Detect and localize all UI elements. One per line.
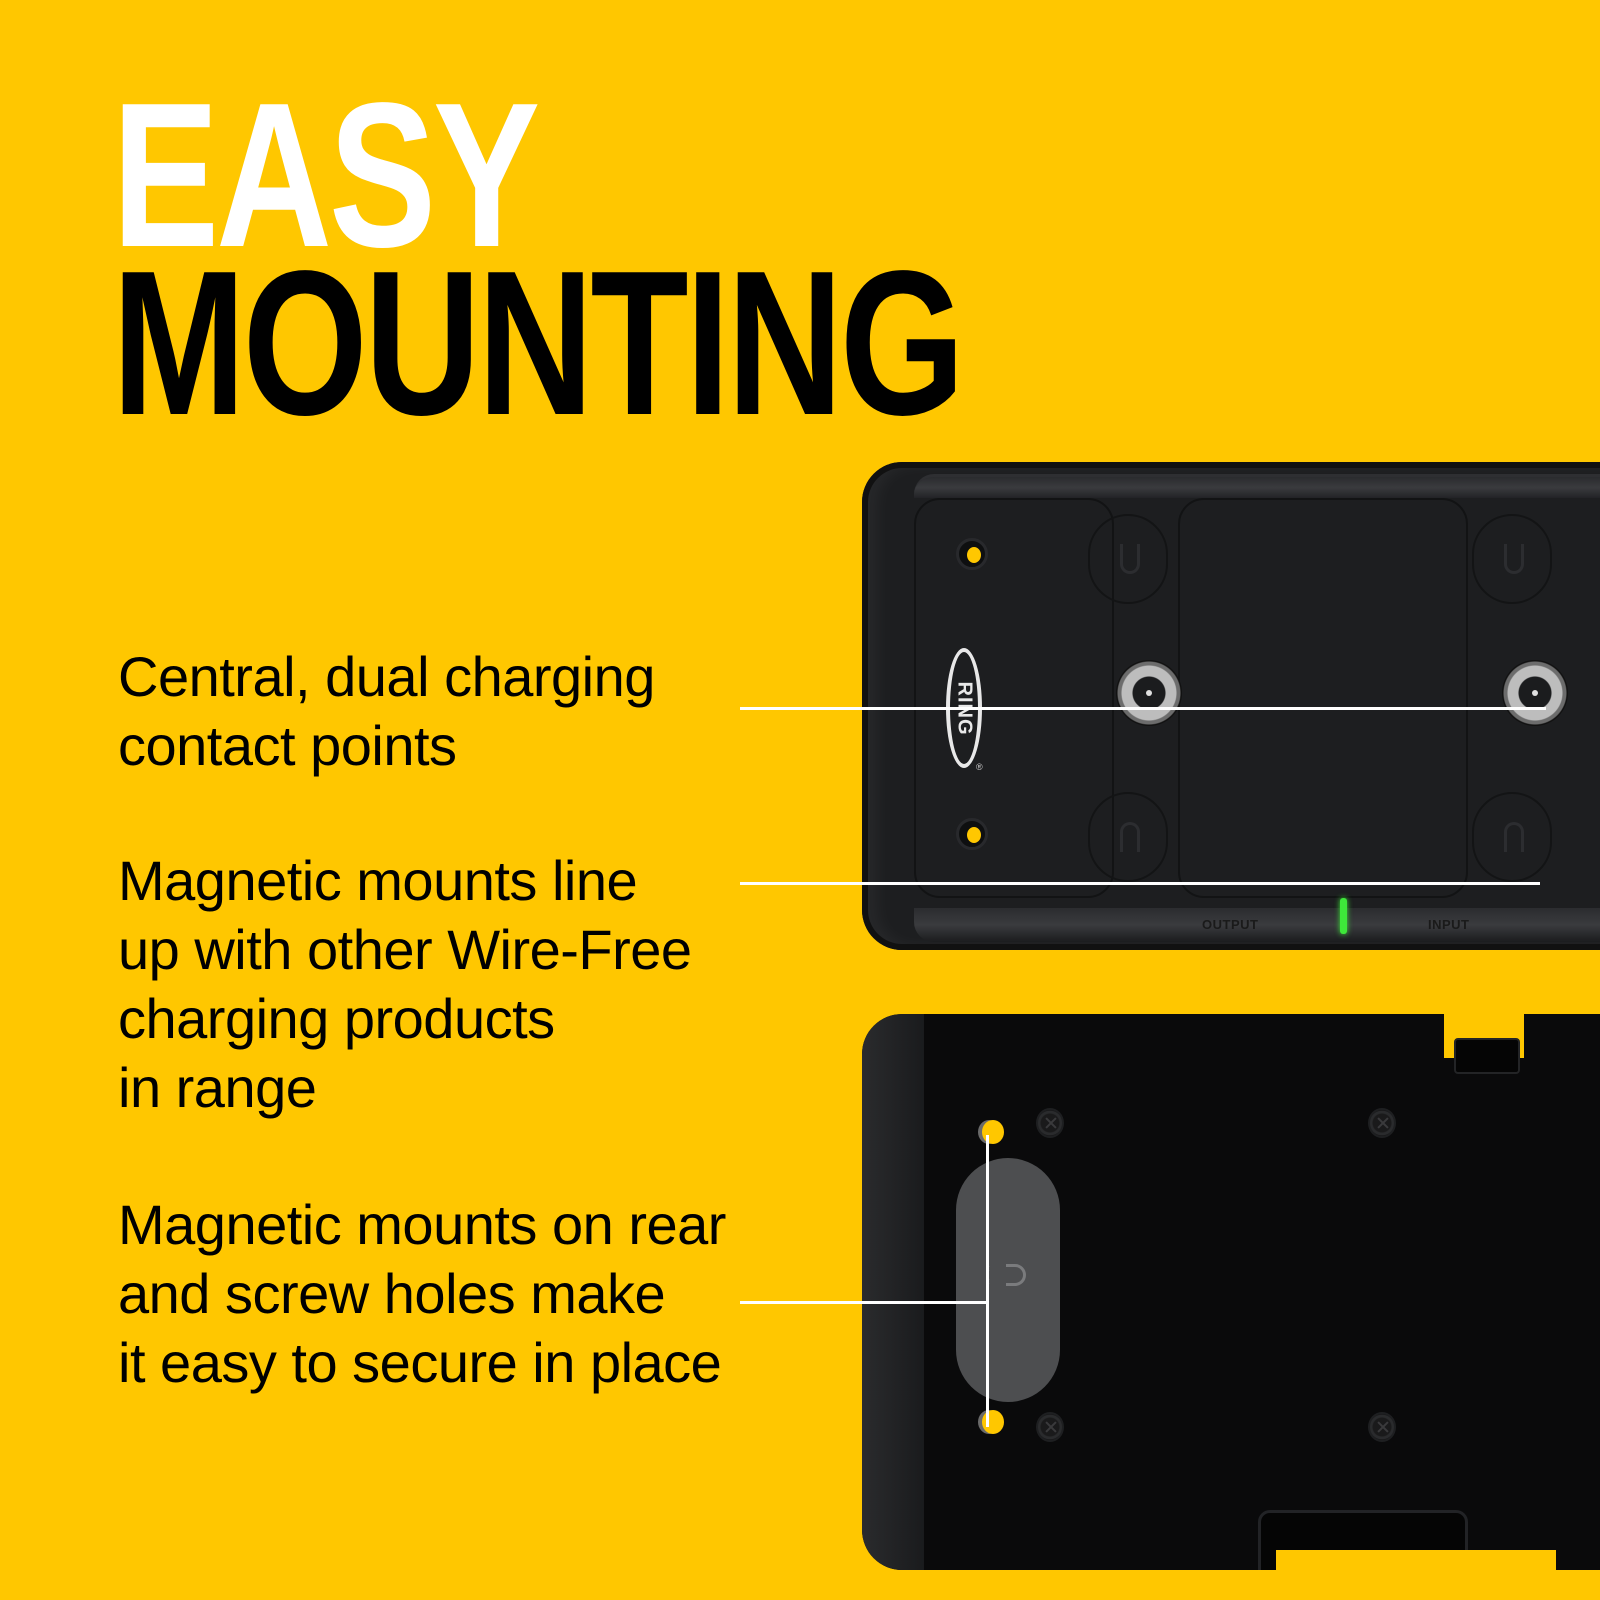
magnet-bump-top-right: [1472, 514, 1552, 604]
leader-line-magnetic-front: [740, 882, 1540, 885]
screw-top-right: [1368, 1108, 1396, 1138]
output-port-label: OUTPUT: [1202, 917, 1259, 932]
screw-bottom-right: [1368, 1412, 1396, 1442]
input-port-label: INPUT: [1428, 917, 1470, 932]
heading-easy: EASY: [112, 60, 540, 290]
callout-magnetic-mounts-rear: Magnetic mounts on rear and screw holes …: [118, 1190, 726, 1397]
leader-line-charging-contacts: [740, 707, 1546, 710]
callout-line: Magnetic mounts line: [118, 849, 638, 912]
top-notch-slot: [1454, 1038, 1520, 1074]
screw-bottom-left: [1036, 1412, 1064, 1442]
callout-line: it easy to secure in place: [118, 1331, 722, 1394]
charging-contact-right: [1502, 660, 1568, 726]
mount-hole-top: [956, 538, 988, 570]
device-panel-center: [1178, 498, 1468, 898]
callout-line: charging products: [118, 987, 555, 1050]
callout-line: contact points: [118, 714, 457, 777]
magnet-bump-top-left: [1088, 514, 1168, 604]
magnet-bump-bottom-left: [1088, 792, 1168, 882]
registered-mark: ®: [976, 762, 983, 772]
bottom-notch-cutout: [1276, 1550, 1556, 1570]
device-top-rim: [914, 474, 1600, 498]
leader-line-magnetic-rear-vertical: [986, 1135, 989, 1427]
device-side-edge: [862, 1014, 924, 1570]
device-panel-left: [914, 498, 1114, 898]
screw-top-left: [1036, 1108, 1064, 1138]
charging-contact-left: [1116, 660, 1182, 726]
status-led: [1340, 898, 1347, 934]
device-rear-view: ‹‹: [862, 1014, 1600, 1570]
heading-mounting: MOUNTING: [112, 228, 965, 458]
device-front-view: RING ® OUTPUT INPUT: [862, 462, 1600, 950]
device-bottom-rim: [914, 908, 1600, 942]
callout-line: in range: [118, 1056, 317, 1119]
callout-line: Magnetic mounts on rear: [118, 1193, 726, 1256]
rear-magnetic-pad: ‹‹: [956, 1158, 1060, 1402]
magnet-bump-bottom-right: [1472, 792, 1552, 882]
magnet-icon: [1120, 822, 1140, 852]
mount-hole-bottom: [956, 818, 988, 850]
magnet-icon: [1006, 1264, 1026, 1286]
magnet-icon: [1120, 544, 1140, 574]
callout-magnetic-mounts-front: Magnetic mounts line up with other Wire-…: [118, 846, 692, 1122]
callout-charging-contacts: Central, dual charging contact points: [118, 642, 655, 780]
leader-line-magnetic-rear-horizontal: [740, 1301, 986, 1304]
callout-line: up with other Wire-Free: [118, 918, 692, 981]
magnet-icon: [1504, 822, 1524, 852]
callout-line: Central, dual charging: [118, 645, 655, 708]
callout-line: and screw holes make: [118, 1262, 666, 1325]
magnet-icon: [1504, 544, 1524, 574]
